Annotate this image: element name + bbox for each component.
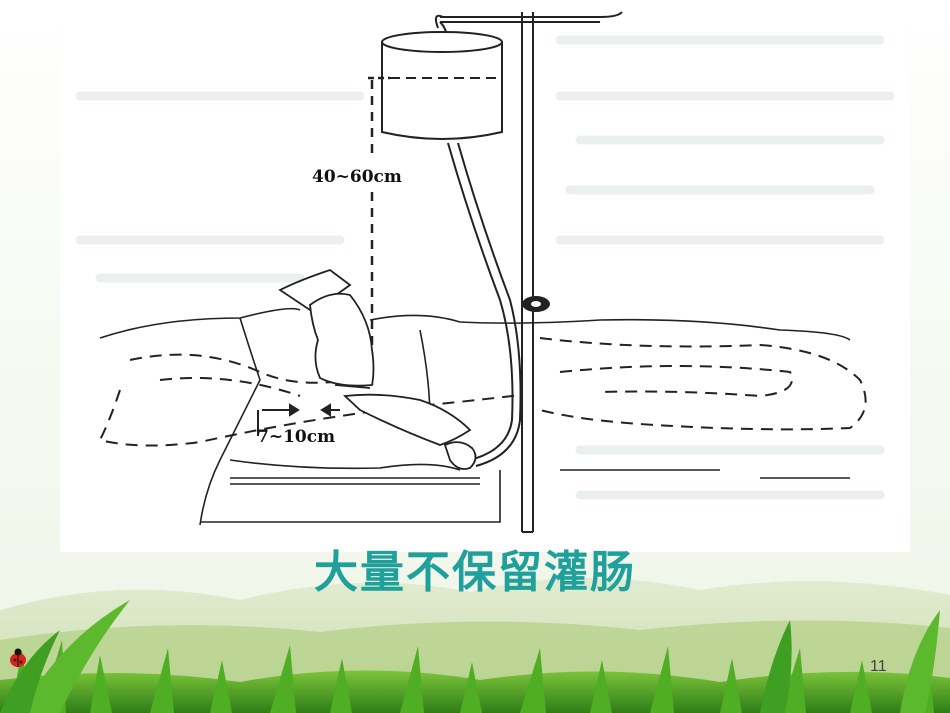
enema-container <box>381 21 503 140</box>
tube-clamp <box>522 296 550 312</box>
iv-stand <box>434 11 623 533</box>
bed-sheet <box>99 307 851 526</box>
slide-title: 大量不保留灌肠 <box>314 547 636 598</box>
ladybug-icon <box>10 648 26 667</box>
height-label: 40~60cm <box>312 167 402 187</box>
depth-label: 7~10cm <box>257 427 335 447</box>
nurse-hands <box>278 268 477 470</box>
page-number: 11 <box>870 658 887 675</box>
grass-decoration <box>0 600 950 713</box>
enema-tube <box>447 142 522 467</box>
depth-dimension <box>257 403 340 436</box>
faint-background-text <box>75 35 895 500</box>
